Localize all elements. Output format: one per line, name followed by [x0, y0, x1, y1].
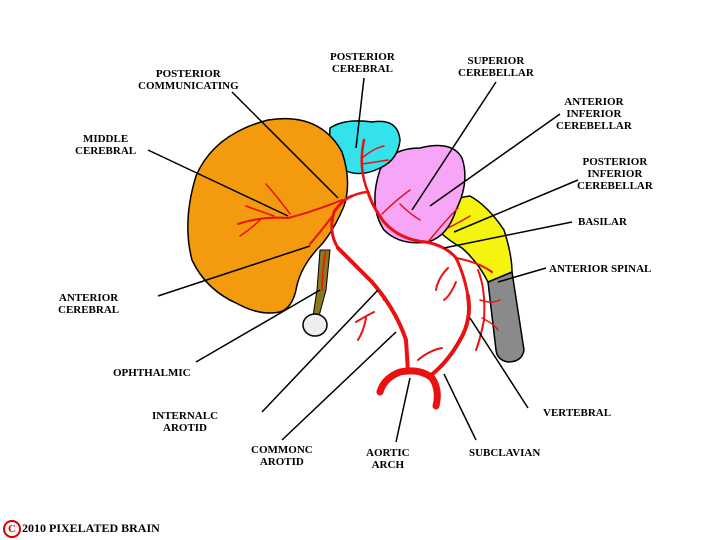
superior-cerebellar-vessel — [381, 189, 421, 221]
middle-cerebral-vessel — [237, 199, 343, 225]
leader-lines — [147, 77, 579, 443]
label-anterior-inferior-cerebellar: ANTERIOR INFERIOR CEREBELLAR — [556, 96, 632, 132]
label-common-carotid: COMMONC AROTID — [251, 444, 313, 468]
label-vertebral: VERTEBRAL — [543, 407, 612, 419]
common-carotid-branch — [355, 281, 385, 341]
ophthalmic-vessel — [321, 249, 327, 291]
vertebral-left-branch — [435, 267, 457, 301]
label-aortic-arch: AORTIC ARCH — [366, 447, 410, 471]
subclavian-vessel — [428, 294, 471, 378]
posterior-communicating-vessel — [350, 190, 370, 198]
aortic-arch-vessel — [376, 367, 441, 410]
anterior-cerebral-vessel — [309, 213, 335, 245]
arteries — [237, 138, 501, 410]
label-superior-cerebellar: SUPERIOR CEREBELLAR — [458, 55, 534, 79]
label-internal-carotid: INTERNALC AROTID — [152, 410, 219, 434]
label-posterior-communicating: POSTERIOR COMMUNICATING — [138, 68, 239, 92]
aortic-branch — [417, 347, 443, 361]
internal-carotid-vessel — [330, 194, 354, 250]
label-subclavian: SUBCLAVIAN — [469, 447, 541, 459]
label-posterior-inferior-cerebellar: POSTERIOR INFERIOR CEREBELLAR — [577, 156, 653, 192]
basilar-vessel — [366, 190, 428, 244]
spinal-branch — [479, 299, 501, 331]
copyright-text: 2010 PIXELATED BRAIN — [22, 520, 160, 535]
spinal-cord — [487, 270, 525, 363]
posterior-cerebral-branch — [361, 145, 389, 165]
label-anterior-cerebral: ANTERIOR CEREBRAL — [58, 292, 120, 316]
label-middle-cerebral: MIDDLE CEREBRAL — [75, 133, 137, 157]
eyeball — [302, 313, 328, 337]
posterior-cerebral-vessel — [360, 138, 370, 194]
label-ophthalmic: OPHTHALMIC — [113, 367, 191, 379]
middle-cerebral-branch-a — [239, 183, 291, 237]
label-posterior-cerebral: POSTERIOR CEREBRAL — [330, 51, 395, 75]
anterior-spinal-vessel — [475, 269, 486, 351]
label-anterior-spinal: ANTERIOR SPINAL — [549, 263, 652, 275]
pica-vessel — [455, 257, 493, 273]
label-basilar: BASILAR — [578, 216, 627, 228]
copyright-icon: C — [3, 520, 21, 538]
aica-vessel — [427, 207, 471, 243]
